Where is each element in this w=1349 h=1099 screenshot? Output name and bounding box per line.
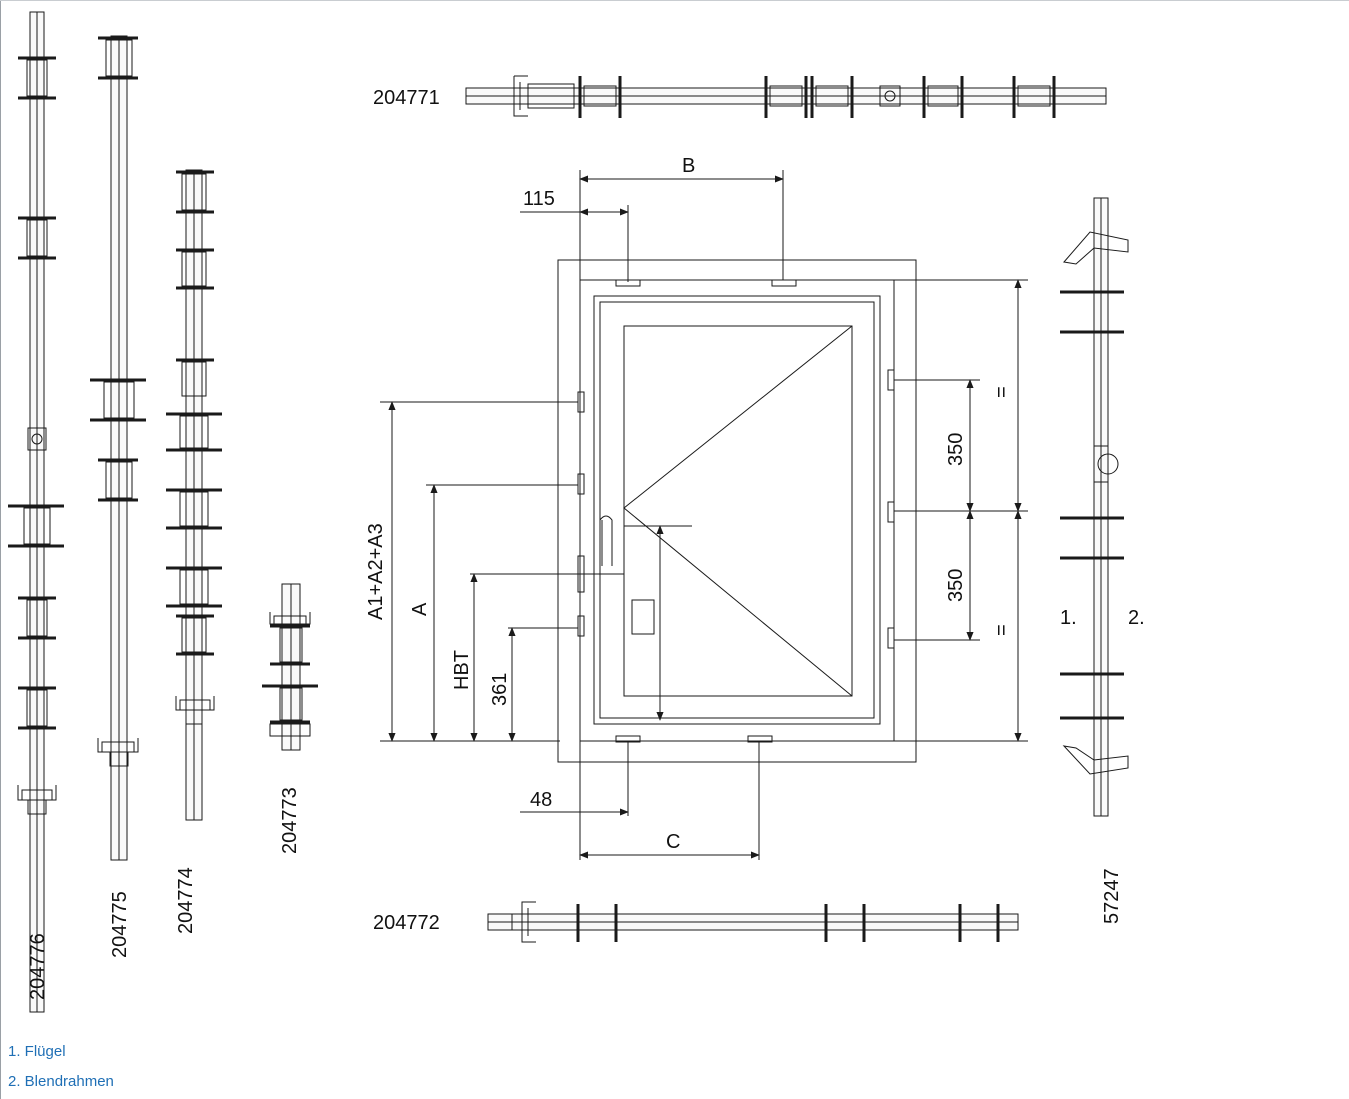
dimension-lines: [380, 170, 1028, 860]
label-dim-hbt: HBT: [451, 650, 473, 690]
label-equal-bottom: =: [991, 624, 1013, 636]
window-elevation: [557, 259, 917, 763]
label-204771: 204771: [373, 87, 440, 109]
label-dim-b: B: [682, 155, 695, 177]
label-equal-top: =: [991, 386, 1013, 398]
label-204772: 204772: [373, 912, 440, 934]
legend-item-blendrahmen: 2. Blendrahmen: [8, 1073, 114, 1090]
rod-204775: [90, 35, 146, 861]
rod-204771: [465, 75, 1107, 118]
label-dim-350-top: 350: [945, 433, 967, 466]
label-dim-a-sum: A1+A2+A3: [365, 523, 387, 620]
label-dim-c: C: [666, 831, 680, 853]
label-204774: 204774: [175, 867, 197, 934]
label-marker-2: 2.: [1128, 607, 1145, 629]
label-204776: 204776: [27, 933, 49, 1000]
rod-204772: [487, 901, 1019, 943]
label-dim-361: 361: [489, 673, 511, 706]
page-border-left: [0, 0, 1, 1099]
label-marker-1: 1.: [1060, 607, 1077, 629]
label-dim-a: A: [409, 602, 431, 616]
rod-57247: [1060, 197, 1129, 817]
rod-204776: [8, 11, 64, 1013]
label-dim-350-bottom: 350: [945, 569, 967, 602]
page-border-top: [0, 0, 1349, 1]
legend-item-fluegel: 1. Flügel: [8, 1043, 66, 1060]
label-204773: 204773: [279, 787, 301, 854]
rod-204773: [262, 583, 318, 751]
rod-204774: [166, 169, 222, 821]
label-204775: 204775: [109, 891, 131, 958]
label-dim-115: 115: [523, 188, 555, 210]
label-57247: 57247: [1101, 868, 1123, 924]
label-dim-48: 48: [530, 789, 552, 811]
